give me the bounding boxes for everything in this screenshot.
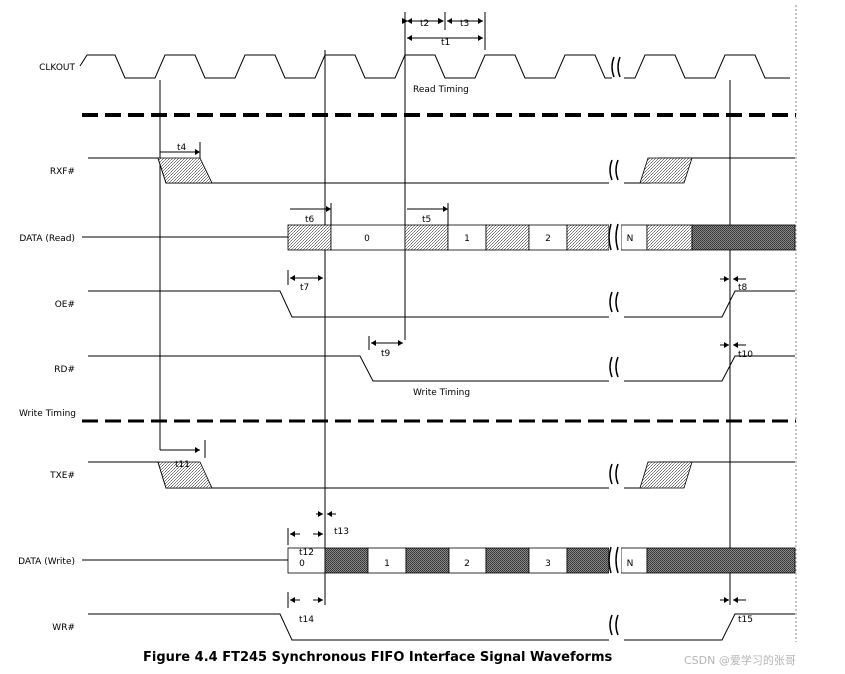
t15-arrowhead-right (733, 597, 738, 603)
txe-transition-2 (639, 461, 693, 489)
data-read-hatch-5 (646, 224, 693, 251)
oe-waveform (88, 290, 795, 318)
data-write-break-icon (608, 546, 619, 574)
oe-break-icon (609, 291, 619, 313)
txe-label: TXE# (49, 471, 75, 481)
t7-label: t7 (300, 283, 309, 293)
t2-label: t2 (420, 19, 429, 29)
write-timing-label: Write Timing (413, 388, 470, 398)
t12-arrowhead-left (290, 531, 295, 537)
data-write-cell-3 (528, 547, 568, 574)
data-read-break-icon (608, 223, 619, 251)
clkout-waveform (79, 54, 790, 79)
txe-break-icon (609, 463, 619, 485)
t3-label: t3 (460, 19, 469, 29)
t15-arrowhead-left (724, 597, 729, 603)
rd-label: RD# (54, 365, 75, 375)
t8-arrowhead-left (724, 276, 729, 282)
t14-arrowhead-right (318, 597, 323, 603)
t14-arrowhead-left (290, 597, 295, 603)
clkout-label: CLKOUT (39, 63, 75, 73)
txe-transition-1 (157, 461, 213, 489)
data-read-value-1: 1 (464, 234, 470, 244)
rxf-transition-2 (639, 157, 693, 184)
data-write-hatch-3 (485, 547, 530, 574)
data-write-hatch-dark (646, 547, 796, 574)
caption-title: Figure 4.4 FT245 Synchronous FIFO Interf… (143, 650, 613, 665)
t9-label: t9 (381, 349, 391, 359)
data-write-cell-1 (367, 547, 407, 574)
data-read-hatch-3 (485, 224, 530, 251)
t8-label: t8 (738, 283, 748, 293)
data-write-value-0: 0 (299, 559, 305, 569)
rxf-label: RXF# (50, 167, 75, 177)
t13-arrowhead-left (318, 511, 323, 517)
data-write-value-n: N (627, 559, 634, 569)
data-read-hatch-1 (287, 224, 332, 251)
data-write-value-1: 1 (384, 559, 390, 569)
data-read-hatch-dark (691, 224, 796, 251)
wr-label: WR# (52, 623, 75, 633)
t10-label: t10 (738, 350, 753, 360)
oe-label: OE# (55, 300, 75, 310)
t13-label: t13 (334, 527, 349, 537)
t1-label: t1 (441, 38, 450, 48)
rxf-transition-1 (157, 157, 213, 184)
t5-label: t5 (422, 215, 431, 225)
data-read-cell-1 (447, 224, 487, 251)
wr-waveform (88, 613, 795, 641)
t11-label: t11 (175, 460, 190, 470)
t8-arrowhead-right (733, 276, 738, 282)
data-write-cell-2 (448, 547, 487, 574)
t14-label: t14 (299, 615, 314, 625)
t11-arrowhead (195, 447, 200, 453)
t6-arrowhead (326, 206, 331, 212)
data-read-value-n: N (627, 234, 634, 244)
data-read-value-0: 0 (364, 234, 370, 244)
rd-break-icon (609, 356, 619, 378)
t15-label: t15 (738, 615, 753, 625)
t12-label: t12 (299, 548, 314, 558)
rxf-break-icon (609, 159, 619, 181)
read-timing-label: Read Timing (413, 85, 469, 95)
data-read-hatch-2 (404, 224, 449, 251)
data-write-break-gap (609, 545, 621, 576)
data-write-cell-n (620, 547, 648, 574)
figure-caption: Figure 4.4 FT245 Synchronous FIFO Interf… (0, 650, 845, 670)
t12-arrowhead-right (318, 531, 323, 537)
write-timing-left-label: Write Timing (19, 409, 76, 419)
data-read-value-2: 2 (545, 234, 551, 244)
data-write-hatch-2 (405, 547, 450, 574)
data-read-cell-0 (330, 224, 406, 251)
wr-break-icon (609, 614, 619, 636)
data-write-label: DATA (Write) (18, 557, 75, 567)
data-write-value-2: 2 (464, 559, 470, 569)
data-write-hatch-4 (566, 547, 610, 574)
t13-arrowhead-right (327, 511, 332, 517)
data-read-cell-n (620, 224, 648, 251)
t10-arrowhead-right (733, 342, 738, 348)
data-read-label: DATA (Read) (19, 234, 75, 244)
t6-label: t6 (305, 215, 315, 225)
rd-waveform (88, 355, 795, 382)
data-read-hatch-4 (566, 224, 610, 251)
watermark: CSDN @爱学习的张哥 (684, 654, 796, 667)
t10-arrowhead-left (724, 342, 729, 348)
data-read-break-gap (609, 222, 621, 253)
t4-label: t4 (177, 143, 187, 153)
data-write-value-3: 3 (545, 559, 551, 569)
clkout-break-icon (611, 56, 621, 78)
t4-arrowhead (195, 149, 200, 155)
data-write-hatch-1 (324, 547, 369, 574)
t5-arrowhead (443, 206, 448, 212)
data-read-cell-2 (528, 224, 568, 251)
